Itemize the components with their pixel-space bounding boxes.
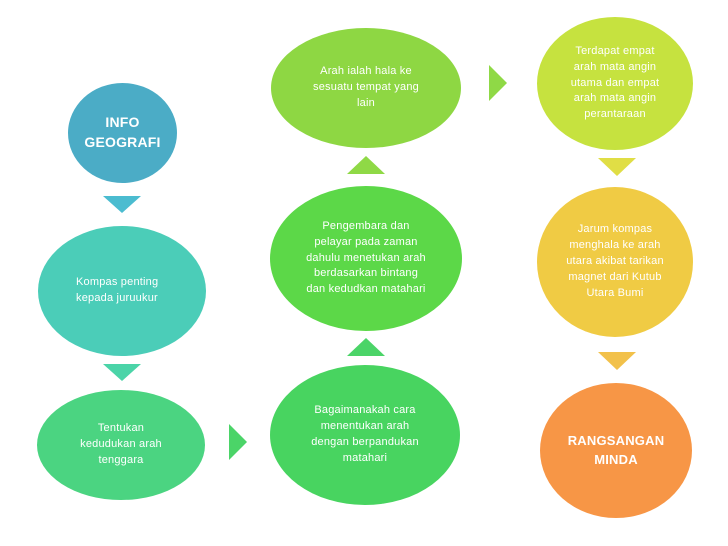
arrow-down-4 [598,352,636,370]
arrow-right-2 [489,65,507,101]
arrow-up-1 [347,338,385,356]
node-jarum-kompas: Jarum kompas menghala ke arah utara akib… [537,187,693,337]
node-terdapat: Terdapat empat arah mata angin utama dan… [537,17,693,150]
node-info-geografi: INFO GEOGRAFI [68,83,177,183]
arrow-down-1 [103,196,141,213]
arrow-down-2 [103,364,141,381]
node-rangsangan-minda-text: RANGSANGAN MINDA [567,433,665,467]
node-arah-ialah-text: Arah ialah hala ke sesuatu tempat yang l… [313,65,419,109]
node-pengembara-text: Pengembara dan pelayar pada zaman dahulu… [306,219,426,296]
node-kompas-penting-text: Kompas penting kepada juruukur [76,276,159,304]
node-kompas-penting: Kompas penting kepada juruukur [38,226,206,356]
node-bagaimanakah-text: Bagaimanakah cara menentukan arah dengan… [311,404,419,464]
node-tentukan: Tentukan kedudukan arah tenggara [37,390,205,500]
node-arah-ialah: Arah ialah hala ke sesuatu tempat yang l… [271,28,461,148]
node-info-geografi-text: INFO GEOGRAFI [84,114,161,150]
node-terdapat-text: Terdapat empat arah mata angin utama dan… [570,44,660,121]
arrow-up-2 [347,156,385,174]
arrow-down-3 [598,158,636,176]
node-bagaimanakah: Bagaimanakah cara menentukan arah dengan… [270,365,460,505]
node-tentukan-text: Tentukan kedudukan arah tenggara [80,422,162,466]
node-rangsangan-minda: RANGSANGAN MINDA [540,383,692,518]
arrow-right-1 [229,424,247,460]
node-pengembara: Pengembara dan pelayar pada zaman dahulu… [270,186,462,331]
node-jarum-kompas-text: Jarum kompas menghala ke arah utara akib… [566,223,664,299]
